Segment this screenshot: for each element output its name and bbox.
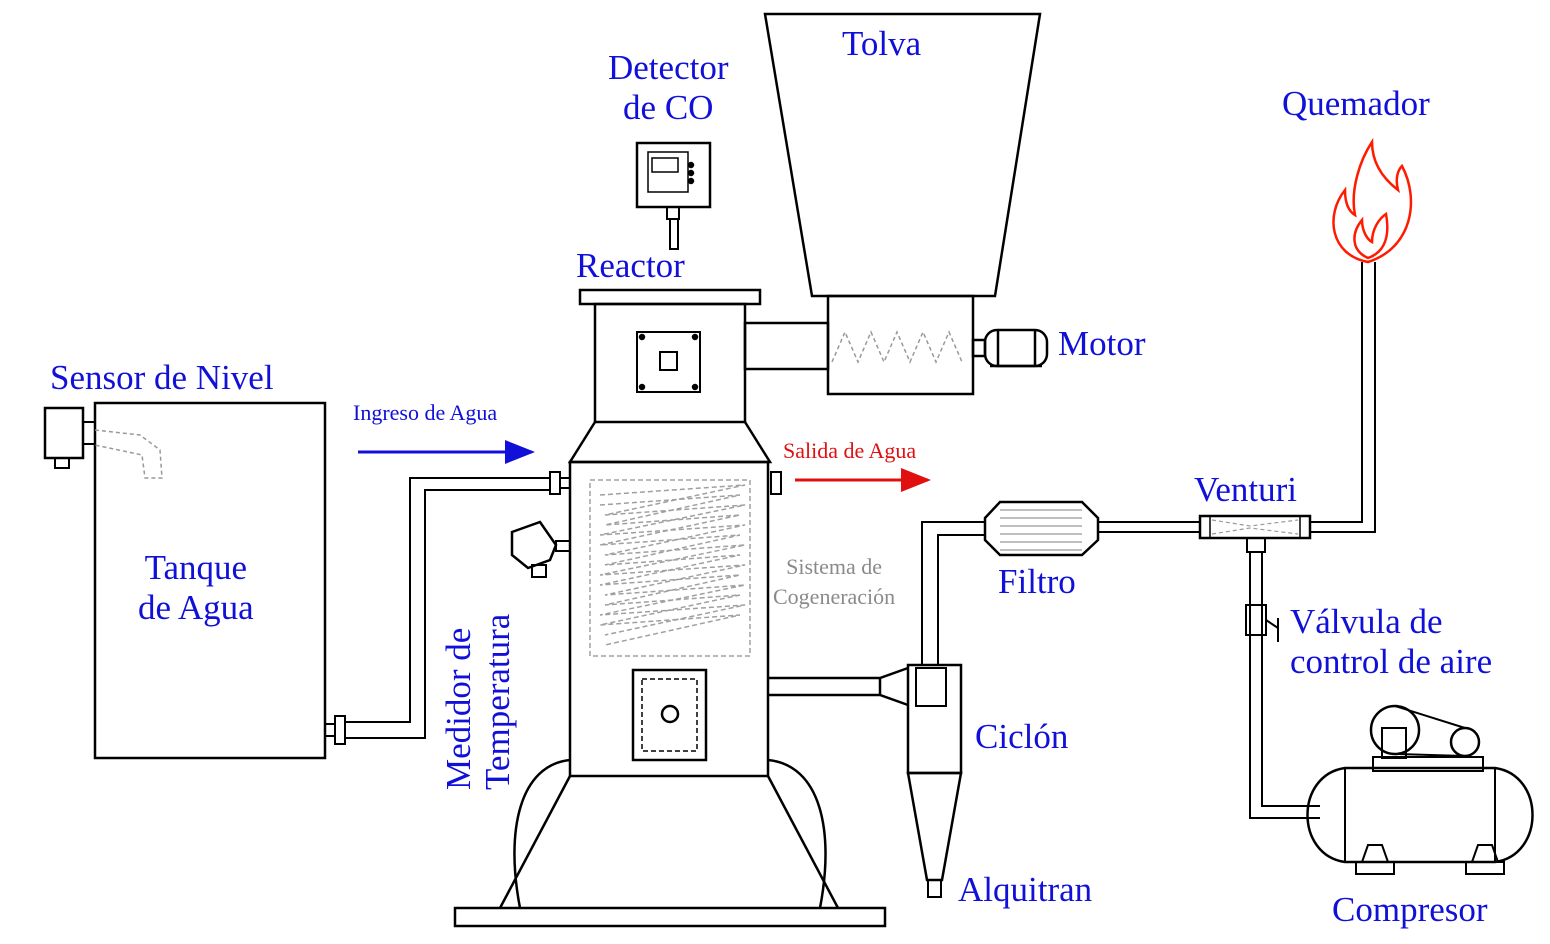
level-sensor [43, 406, 163, 479]
filter [983, 500, 1100, 557]
label-cogeneration: Sistema de Cogeneración [773, 552, 895, 611]
label-cogeneration-line1: Sistema de [786, 554, 883, 579]
compressor [1306, 704, 1534, 875]
label-temperature-meter-line1: Medidor de [439, 627, 478, 790]
burner-flame [1332, 137, 1413, 264]
label-temperature-meter-line2: Temperatura [477, 613, 517, 790]
screw-feeder [826, 294, 975, 396]
label-water-tank-line1: Tanque [144, 548, 248, 587]
hopper [763, 12, 1042, 298]
air-control-valve [1245, 604, 1279, 642]
label-air-valve-line2: control de aire [1290, 642, 1493, 682]
label-tolva: Tolva [842, 24, 922, 63]
venturi [1198, 514, 1312, 553]
label-co-detector-line2: de CO [623, 88, 714, 128]
water-tank [93, 401, 346, 760]
label-sensor-nivel: Sensor de Nivel [50, 358, 274, 397]
label-quemador: Quemador [1282, 84, 1430, 123]
cyclone [906, 663, 963, 898]
label-water-tank: Tanque de Agua [138, 548, 254, 629]
label-air-valve: Válvula de control de aire [1290, 602, 1492, 683]
label-ciclon: Ciclón [975, 717, 1069, 756]
label-compresor: Compresor [1332, 890, 1488, 929]
motor [971, 328, 1049, 368]
label-co-detector: Detector de CO [608, 48, 728, 129]
label-filtro: Filtro [998, 562, 1076, 601]
label-motor: Motor [1058, 324, 1146, 363]
reactor [453, 288, 887, 928]
label-air-valve-line1: Válvula de [1290, 602, 1443, 641]
label-ingreso-agua: Ingreso de Agua [353, 400, 498, 425]
label-cogeneration-line2: Cogeneración [773, 583, 896, 609]
temperature-sensor [510, 520, 571, 578]
label-reactor: Reactor [576, 246, 685, 285]
label-co-detector-line1: Detector [608, 48, 729, 87]
label-venturi: Venturi [1194, 470, 1298, 509]
label-salida-agua: Salida de Agua [783, 438, 917, 463]
cogeneration-coil [589, 479, 751, 657]
co-detector [635, 141, 712, 250]
label-temperature-meter: Medidor de Temperatura [439, 613, 517, 790]
label-alquitran: Alquitran [958, 870, 1093, 909]
label-water-tank-line2: de Agua [138, 588, 254, 628]
